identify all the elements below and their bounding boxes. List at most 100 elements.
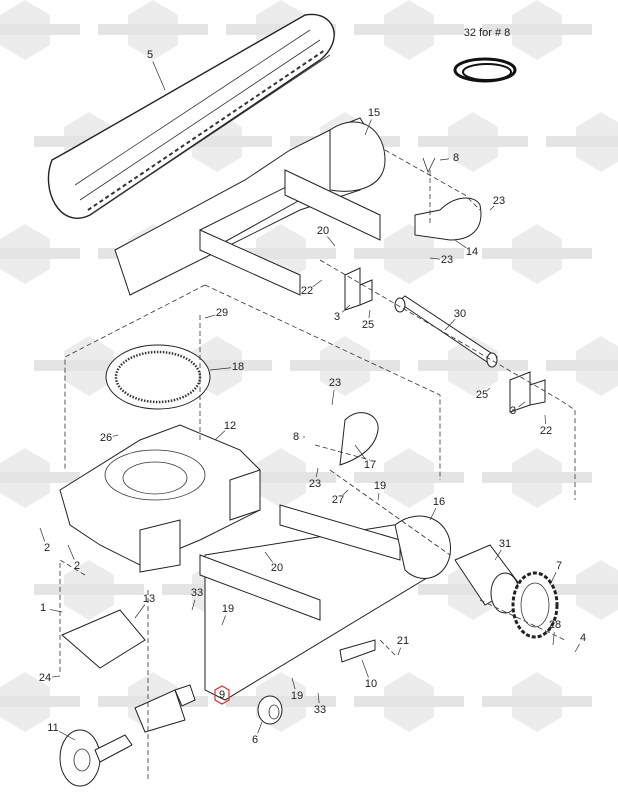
slewing-ring [105, 344, 211, 410]
track-adjuster-cylinder [394, 295, 498, 368]
leader-line [214, 430, 226, 441]
callout-label: 23 [328, 377, 342, 389]
callout-label: 8 [292, 431, 300, 443]
seal-coil [453, 57, 517, 83]
watermark-band [418, 136, 528, 147]
callout-label: 33 [190, 587, 204, 599]
leader-line [361, 659, 369, 678]
callout-label: 14 [465, 246, 479, 258]
leader-line [364, 119, 372, 136]
callout-label: 9 [218, 689, 226, 701]
callout-label: 22 [539, 425, 553, 437]
watermark-band [98, 24, 208, 35]
leader-line [331, 389, 335, 406]
callout-label: 23 [308, 478, 322, 490]
callout-label: 16 [432, 496, 446, 508]
leader-line [354, 444, 367, 460]
leader-line [315, 467, 319, 478]
watermark-band [546, 584, 618, 595]
leader-line [327, 236, 336, 247]
watermark-band [482, 472, 592, 483]
watermark-band [354, 248, 464, 259]
callout-label: 20 [316, 225, 330, 237]
watermark-band [226, 696, 336, 707]
leader-line [112, 434, 119, 437]
callout-label: 1 [39, 602, 47, 614]
callout-label: 19 [221, 603, 235, 615]
leader-line [39, 527, 46, 542]
cover-plate [339, 412, 379, 466]
leader-line [291, 677, 296, 690]
callout-label: 12 [223, 420, 237, 432]
callout-label: 20 [270, 562, 284, 574]
leader-line [489, 205, 495, 211]
leader-line [58, 731, 76, 741]
leader-line [552, 631, 555, 646]
leader-line [439, 158, 450, 161]
watermark-band [0, 472, 80, 483]
callout-label: 8 [452, 152, 460, 164]
highlight-hexagon [214, 685, 230, 705]
callout-label: 18 [231, 361, 245, 373]
leader-line [317, 692, 320, 704]
callout-label: 5 [146, 49, 154, 61]
watermark-band [34, 584, 144, 595]
callout-label: 23 [492, 195, 506, 207]
callout-label: 4 [579, 632, 587, 644]
callout-label: 28 [548, 619, 562, 631]
leader-line [377, 492, 380, 501]
leader-line [49, 609, 63, 613]
watermark-band [162, 136, 272, 147]
track-roller [257, 695, 283, 725]
watermark-band [354, 24, 464, 35]
leader-line [454, 239, 467, 249]
callout-label: 23 [440, 254, 454, 266]
leader-line [257, 721, 263, 734]
leader-line [51, 675, 61, 678]
leader-line [209, 367, 232, 371]
watermark-band [546, 136, 618, 147]
watermark-band [354, 696, 464, 707]
leader-line [152, 61, 166, 91]
callout-label: 11 [47, 722, 59, 734]
callout-label: 10 [364, 678, 378, 690]
watermark-band [546, 360, 618, 371]
leader-line [134, 604, 146, 619]
watermark-band [418, 584, 528, 595]
leader-line [264, 551, 274, 563]
rubber-track [47, 13, 335, 219]
leader-line [341, 304, 351, 313]
leader-line [429, 257, 441, 260]
recoil-spring [134, 684, 196, 733]
lower-frame [59, 424, 261, 573]
watermark-band [0, 24, 80, 35]
u-bolt [422, 157, 436, 174]
callout-label: 15 [367, 107, 381, 119]
leader-line [444, 318, 456, 331]
callout-label: 27 [331, 494, 345, 506]
leader-line [221, 615, 226, 626]
watermark-band [162, 360, 272, 371]
leader-line [204, 314, 216, 319]
callout-label: 2 [43, 542, 51, 554]
leader-line [368, 309, 371, 319]
watermark-band [0, 696, 80, 707]
callout-label: 19 [290, 690, 304, 702]
watermark-band [226, 248, 336, 259]
leader-line [191, 599, 196, 611]
callout-label: 19 [373, 480, 387, 492]
watermark-band [290, 360, 400, 371]
watermark-band [0, 248, 80, 259]
side-guard [339, 639, 376, 663]
leader-line [429, 508, 437, 521]
callout-label: 26 [99, 432, 113, 444]
callout-label: 31 [498, 538, 512, 550]
watermark-band [418, 360, 528, 371]
leader-line [67, 544, 75, 560]
watermark-band [34, 360, 144, 371]
leader-line [574, 643, 580, 653]
leader-line [544, 414, 546, 425]
callout-label: 7 [555, 560, 563, 572]
